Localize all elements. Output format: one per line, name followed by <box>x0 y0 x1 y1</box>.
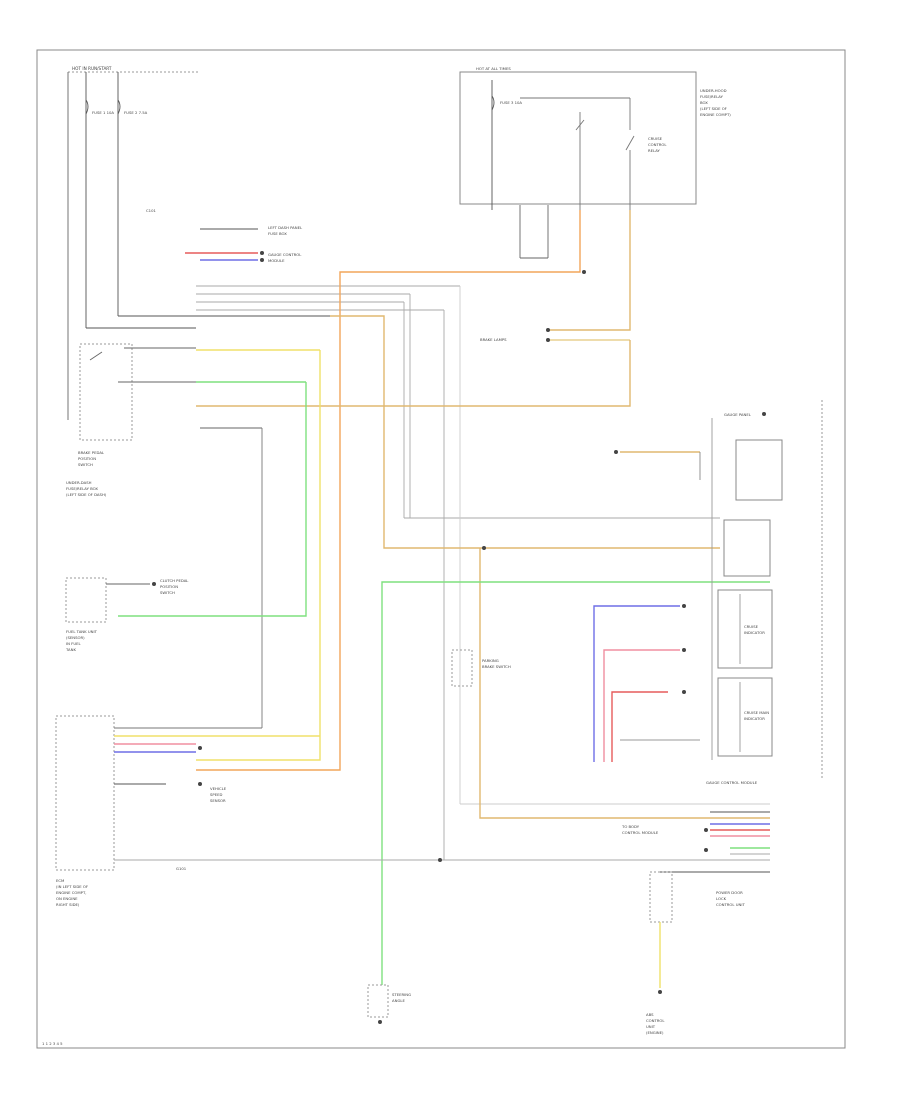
vss-0: VEHICLE <box>210 786 227 791</box>
cruise-main-1: INDICATOR <box>744 716 765 721</box>
gauge-control-module-label: GAUGE CONTROL MODULE <box>706 780 758 785</box>
ecm-1: (IN LEFT SIDE OF <box>56 884 88 889</box>
data-link-1: MODULE <box>268 258 285 263</box>
steering-1: ANGLE <box>392 998 405 1003</box>
clutch-0: CLUTCH PEDAL <box>160 578 189 583</box>
green-wire-left <box>118 382 307 617</box>
green-wire-right <box>381 581 770 985</box>
fuel-tank-3: TANK <box>65 647 76 652</box>
g101-label: G101 <box>176 866 187 871</box>
left-dash-panel-0: LEFT DASH PANEL <box>268 225 303 230</box>
brake-switch-1: POSITION <box>78 456 96 461</box>
power-unit-2: CONTROL UNIT <box>716 902 745 907</box>
fuel-tank-unit: CLUTCH PEDAL POSITION SWITCH FUEL TANK U… <box>65 577 189 652</box>
cruise-indicator-1: INDICATOR <box>744 630 765 635</box>
power-unit-1: LOCK <box>716 896 727 901</box>
brake-switch-0: BRAKE PEDAL <box>78 450 105 455</box>
gauge-panel: GAUGE PANEL CRUISE INDICATOR CRUISE MAIN… <box>614 400 823 785</box>
abs-1: CONTROL <box>646 1018 665 1023</box>
data-link-0: GAUGE CONTROL <box>268 252 302 257</box>
under-dash-1: FUSE/RELAY BOX <box>66 486 98 491</box>
relay-contact-icon <box>575 119 585 131</box>
clutch-2: SWITCH <box>160 590 175 595</box>
brake-lamps-label: BRAKE LAMPS <box>480 337 507 342</box>
ecm-module: ECM (IN LEFT SIDE OF ENGINE COMPT, ON EN… <box>55 715 770 907</box>
cruise-main-0: CRUISE MAIN <box>744 710 769 715</box>
switch-contact-icon <box>89 351 103 361</box>
yellow-wire <box>196 350 321 761</box>
fuse-3-icon <box>491 95 495 111</box>
fuse-3-label: FUSE 3 10A <box>500 100 522 105</box>
under-dash-0: UNDER-DASH <box>66 480 92 485</box>
footer-code: 1 1 2 3 4 5 <box>42 1041 63 1046</box>
fuse-2-label: FUSE 2 7.5A <box>124 110 148 115</box>
relay-switch-icon <box>625 135 635 151</box>
vss-2: SENSOR <box>210 798 226 803</box>
fuel-tank-2: IN FUEL <box>66 641 82 646</box>
diagram-border <box>36 49 846 1049</box>
fuse-1-icon <box>85 99 89 115</box>
left-dash-panel-1: FUSE BOX <box>268 231 287 236</box>
under-hood-line-0: UNDER-HOOD <box>700 88 727 93</box>
relay-label-2: RELAY <box>648 148 661 153</box>
fuel-tank-0: FUEL TANK UNIT <box>66 629 98 634</box>
clutch-1: POSITION <box>160 584 178 589</box>
parking-switch-0: PARKING <box>482 658 499 663</box>
under-dash-2: (LEFT SIDE OF DASH) <box>66 492 107 497</box>
brake-switch-2: SWITCH <box>78 462 93 467</box>
abs-2: UNIT <box>646 1024 656 1029</box>
bus-wires <box>86 285 770 860</box>
to-body-1: CONTROL MODULE <box>622 830 659 835</box>
vss-1: SPEED <box>210 792 222 797</box>
fuse-2-icon <box>117 99 121 115</box>
relay-label-1: CONTROL <box>648 142 667 147</box>
cruise-indicator-0: CRUISE <box>744 624 759 629</box>
gauge-signal-wires <box>593 604 700 762</box>
orange-wire-run: BRAKE LAMPS <box>196 210 770 819</box>
under-hood-line-2: BOX <box>700 100 708 105</box>
parking-switch-1: BRAKE SWITCH <box>482 664 511 669</box>
clutch-switch-center: PARKING BRAKE SWITCH <box>451 649 511 687</box>
abs-unit: ABS CONTROL UNIT (ENGINE) <box>646 871 673 1035</box>
ecm-0: ECM <box>56 878 64 883</box>
cruise-switch: BRAKE PEDAL POSITION SWITCH UNDER-DASH F… <box>66 343 320 728</box>
under-hood-line-1: FUSE/RELAY <box>700 94 724 99</box>
relay-label-0: CRUISE <box>648 136 663 141</box>
top-connector-stubs <box>185 228 264 262</box>
connector-c101: C101 <box>146 208 156 213</box>
under-hood-fuse-box: HOT AT ALL TIMES UNDER-HOOD FUSE/RELAY B… <box>459 66 731 259</box>
abs-3: (ENGINE) <box>646 1030 664 1035</box>
ecm-2: ENGINE COMPT, <box>56 890 86 895</box>
steering-angle-sensor: STEERING ANGLE <box>367 984 411 1024</box>
to-body-0: TO BODY <box>621 824 640 829</box>
under-hood-line-4: ENGINE COMPT) <box>700 112 731 117</box>
steering-0: STEERING <box>392 992 411 997</box>
top-relay-block-label: HOT AT ALL TIMES <box>476 66 511 71</box>
top-left-power-block: HOT IN RUN/START FUSE 1 10A FUSE 2 7.5A <box>67 66 200 420</box>
top-left-block-label: HOT IN RUN/START <box>72 66 112 71</box>
ecm-3: ON ENGINE <box>56 896 78 901</box>
fuel-tank-1: (SENSOR) <box>66 635 85 640</box>
power-unit-0: POWER DOOR <box>716 890 743 895</box>
ecm-4: RIGHT SIDE) <box>56 902 80 907</box>
fuse-1-label: FUSE 1 10A <box>92 110 114 115</box>
gauge-panel-label: GAUGE PANEL <box>724 412 752 417</box>
under-hood-line-3: (LEFT SIDE OF <box>700 106 727 111</box>
abs-0: ABS <box>646 1012 654 1017</box>
body-control-connector: TO BODY CONTROL MODULE POWER DOOR LOCK C… <box>621 811 770 907</box>
